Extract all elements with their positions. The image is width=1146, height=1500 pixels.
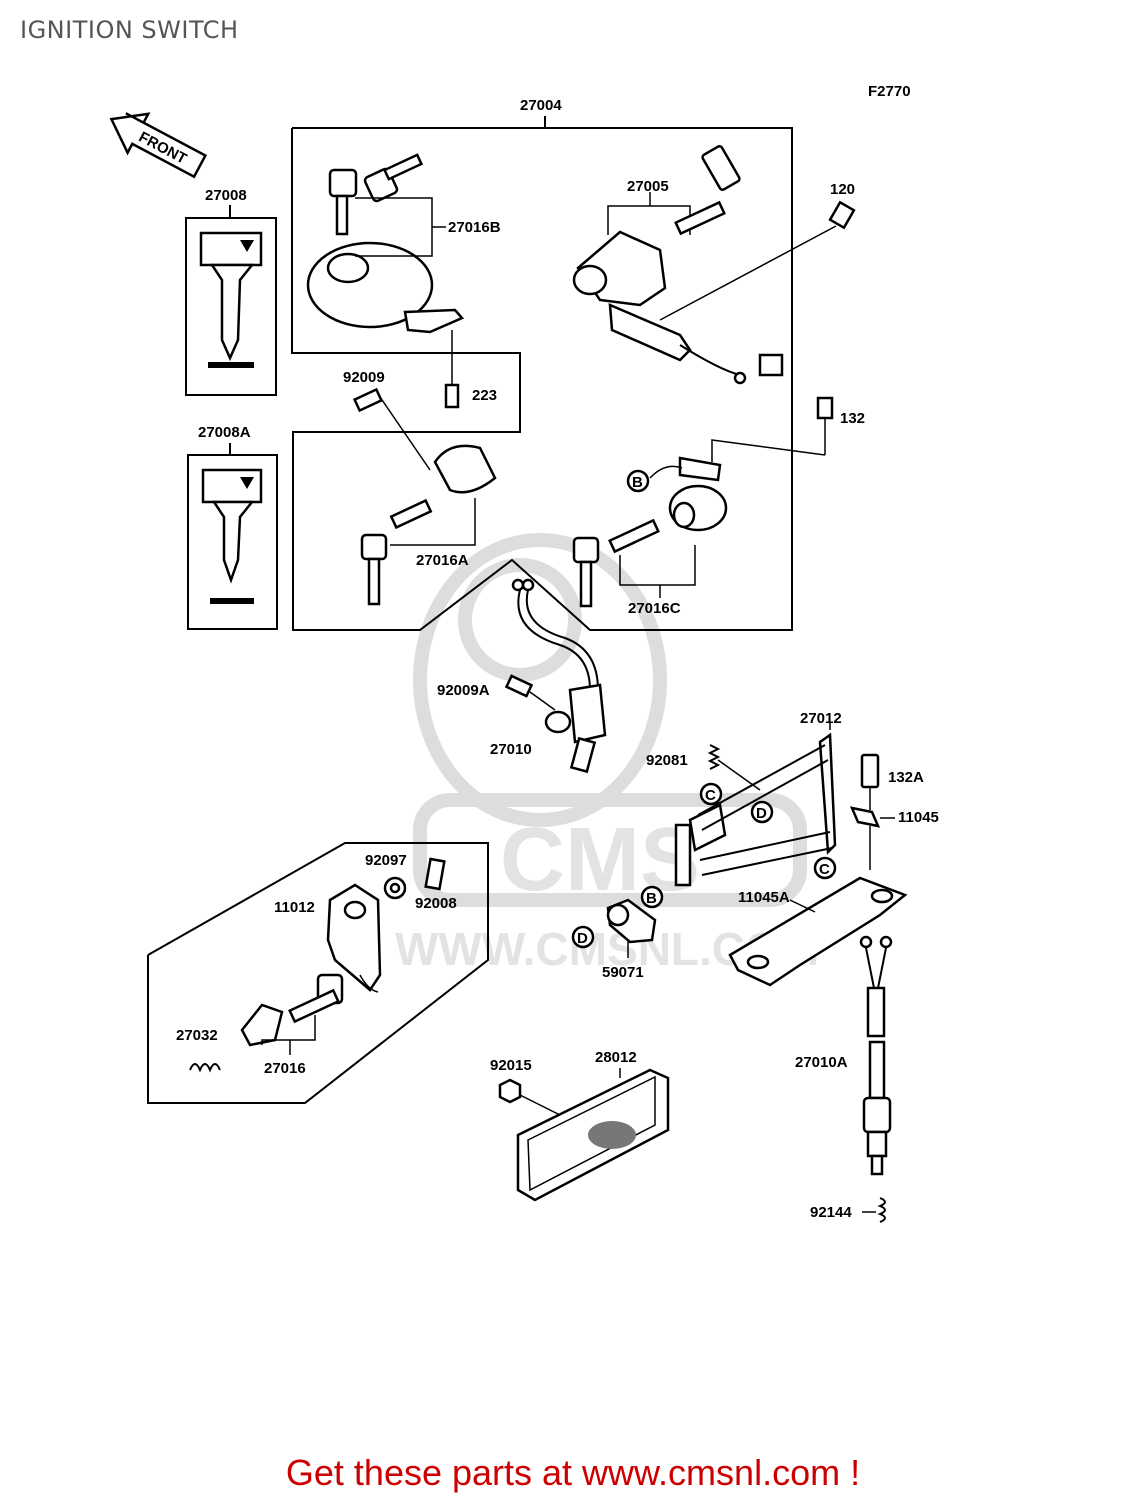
label-92009a: 92009A [437, 682, 490, 699]
label-27010: 27010 [490, 741, 532, 758]
ref-marker-b-lower-text: B [646, 890, 657, 907]
cover-11012 [326, 883, 382, 993]
label-27032: 27032 [176, 1027, 218, 1044]
cap-lock-27016b [306, 153, 465, 334]
label-132a: 132A [888, 769, 924, 786]
kit-lower-outline [147, 842, 489, 1104]
label-223: 223 [472, 387, 497, 404]
footer-parts-link[interactable]: Get these parts at www.cmsnl.com ! [285, 1452, 861, 1493]
helmet-lock-27016c [572, 456, 728, 608]
label-27016c: 27016C [628, 600, 681, 617]
screw-223 [444, 330, 460, 409]
spring-27032 [189, 1063, 221, 1073]
label-27016: 27016 [264, 1060, 306, 1077]
label-27008: 27008 [205, 187, 247, 204]
label-27016a: 27016A [416, 552, 469, 569]
ref-marker-b-lower: B [640, 885, 664, 909]
label-27005: 27005 [627, 178, 669, 195]
label-92015: 92015 [490, 1057, 532, 1074]
label-11045: 11045 [898, 809, 939, 826]
spring-92081 [707, 744, 761, 791]
seat-lock-27016a [360, 444, 497, 606]
reflector-28012 [516, 1068, 670, 1202]
label-92144: 92144 [810, 1204, 852, 1221]
ref-marker-d-upper-text: D [756, 805, 767, 822]
label-27004: 27004 [520, 97, 562, 114]
ref-marker-c-lower: C [813, 856, 837, 880]
screw-132 [711, 396, 834, 462]
label-11045a: 11045A [738, 889, 790, 906]
label-92009: 92009 [343, 369, 385, 386]
ref-marker-c-upper: C [699, 782, 723, 806]
label-27008a: 27008A [198, 424, 251, 441]
label-120: 120 [830, 181, 855, 198]
ref-marker-d-lower-text: D [577, 930, 588, 947]
watermark-logo-text: CMS [500, 810, 700, 910]
label-27016b: 27016B [448, 219, 501, 236]
key-card-27008 [185, 205, 277, 396]
label-27010a: 27010A [795, 1054, 848, 1071]
label-59071: 59071 [602, 964, 644, 981]
key-card-27008a [187, 443, 278, 630]
parts-diagram: CMS WWW.CMSNL.COM F2770 FRONT 27004 2700… [109, 83, 939, 1223]
ignition-switch-27005 [572, 145, 784, 385]
screw-120 [659, 200, 856, 321]
plate-11045a [728, 876, 908, 987]
front-arrow-icon: FRONT [109, 112, 208, 179]
clip-92144 [862, 1197, 886, 1223]
screw-92009a [504, 674, 556, 711]
figure-code: F2770 [868, 83, 911, 100]
label-92097: 92097 [365, 852, 407, 869]
screw-92009 [352, 387, 431, 471]
label-27012: 27012 [800, 710, 842, 727]
screw-132a [860, 753, 880, 810]
switch-27010 [511, 578, 607, 774]
bracket-27012 [674, 722, 837, 887]
ref-marker-b-upper: B [626, 469, 650, 493]
ref-marker-d-lower: D [571, 925, 595, 949]
label-132: 132 [840, 410, 865, 427]
kit-27004-outline [291, 116, 793, 631]
key-lock-27016 [240, 973, 344, 1055]
switch-27010a [859, 935, 893, 1176]
ref-marker-d-upper: D [750, 800, 774, 824]
label-11012: 11012 [274, 899, 315, 916]
label-92008: 92008 [415, 895, 457, 912]
ref-marker-c-upper-text: C [705, 787, 716, 804]
nut-92015 [498, 1078, 561, 1116]
label-92081: 92081 [646, 752, 688, 769]
connector-59071 [606, 898, 657, 958]
ref-marker-b-upper-text: B [632, 474, 643, 491]
ref-marker-c-lower-text: C [819, 861, 830, 878]
page-title: IGNITION SWITCH [20, 16, 239, 44]
screw-92008 [424, 857, 446, 891]
clip-11045 [849, 806, 895, 870]
washer-92097 [383, 876, 407, 900]
label-28012: 28012 [595, 1049, 637, 1066]
